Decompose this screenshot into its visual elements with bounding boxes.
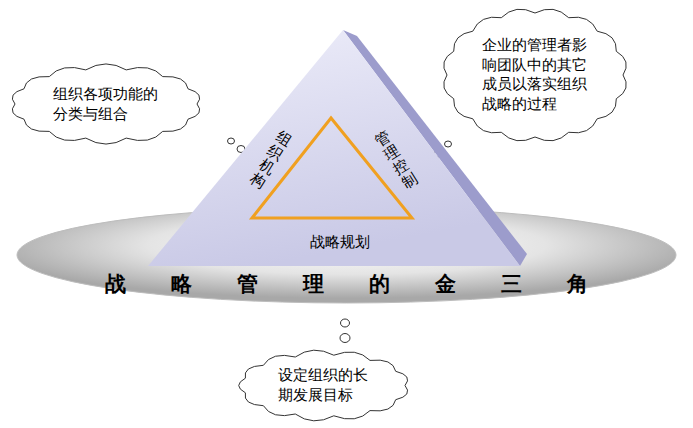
text-holder: 战略管理的金三角	[105, 270, 633, 298]
label-text: 战略规划	[310, 233, 370, 252]
label-text: 设定组织的长期发展目标	[278, 366, 370, 405]
label-text: 企业的管理者影响团队中的其它成员以落实组织战略的过程	[482, 36, 589, 114]
bubble	[228, 138, 235, 144]
text-holder: 设定组织的长期发展目标	[278, 366, 370, 405]
text-holder: 战略规划	[310, 233, 370, 252]
bubble	[445, 141, 452, 147]
text-holder: 组织各项功能的分类与组合	[53, 85, 160, 124]
label-text: 组织各项功能的分类与组合	[53, 85, 160, 124]
cloud-callout: 设定组织的长期发展目标	[236, 348, 412, 423]
cloud-callout: 企业的管理者影响团队中的其它成员以落实组织战略的过程	[440, 6, 630, 144]
label-text: 战略管理的金三角	[105, 270, 633, 298]
cloud-callout: 组织各项功能的分类与组合	[8, 62, 204, 146]
bubble	[340, 334, 350, 343]
bubble	[341, 319, 350, 327]
text-holder: 企业的管理者影响团队中的其它成员以落实组织战略的过程	[482, 36, 589, 114]
